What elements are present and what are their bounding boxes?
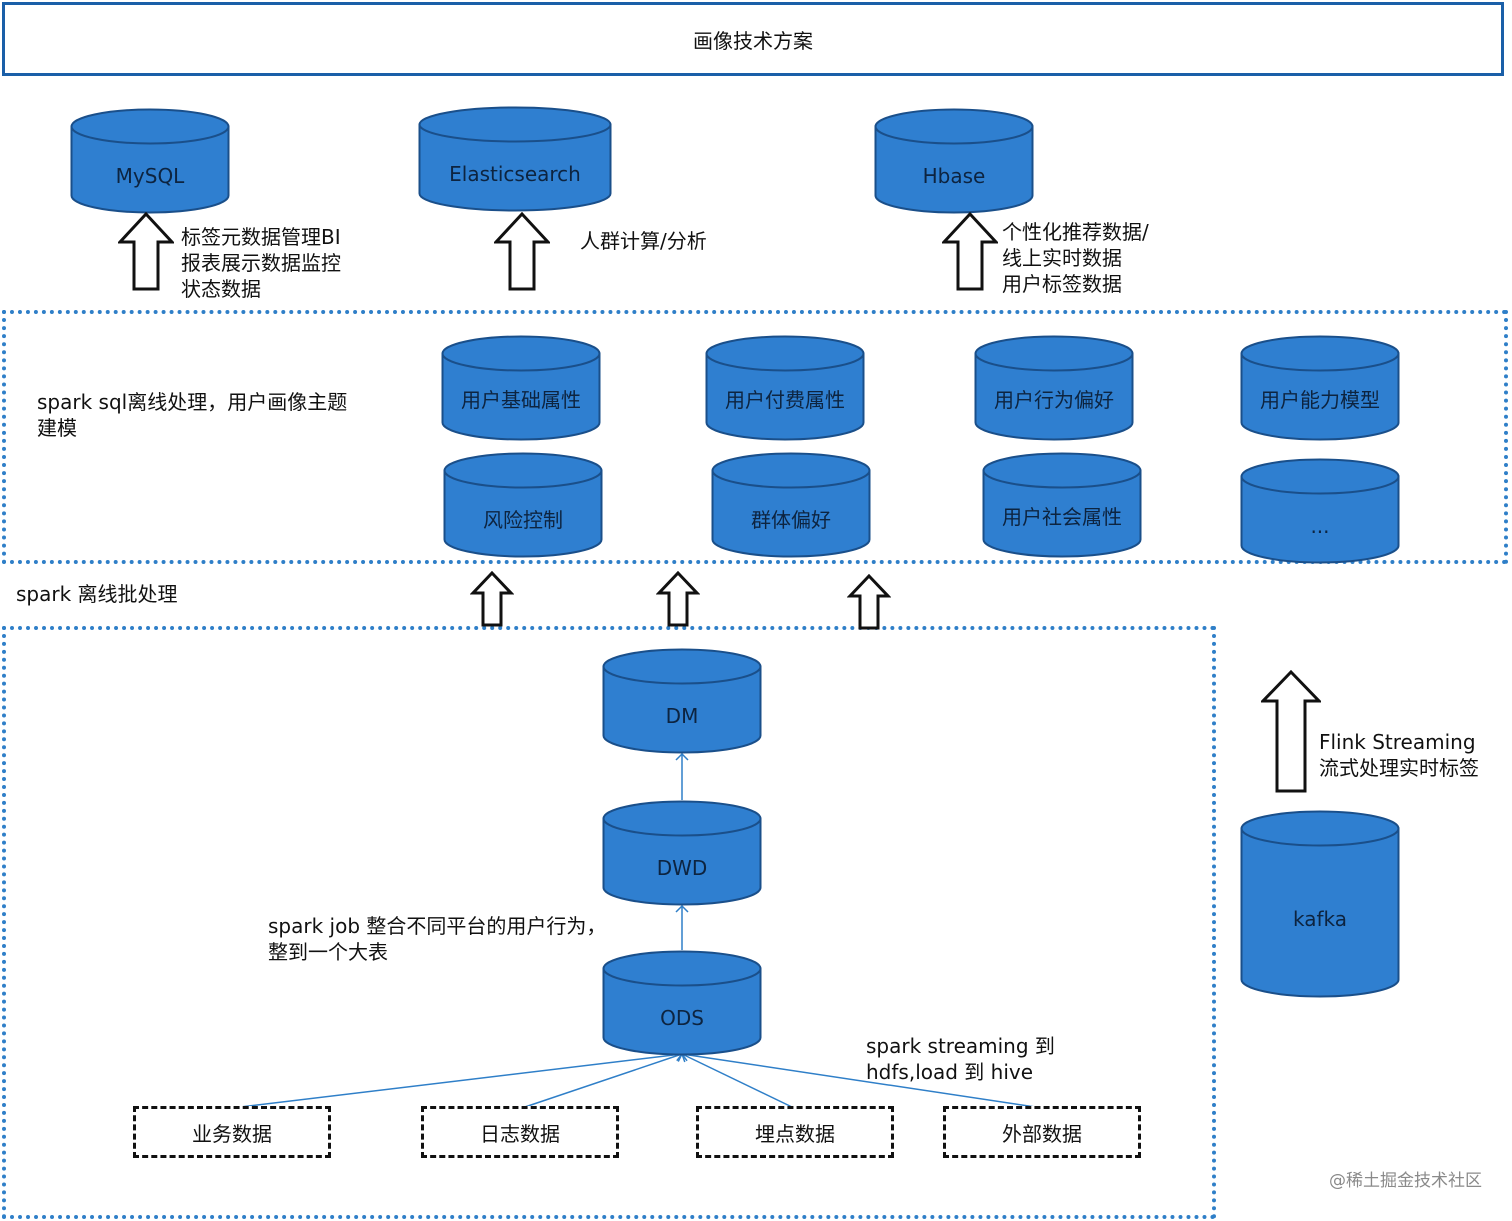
dm-cylinder: DM	[602, 648, 762, 754]
external-to-ods-line	[680, 1048, 1043, 1109]
up-arrow-hbase	[942, 212, 998, 291]
source-business: 业务数据	[133, 1106, 331, 1158]
diagram-title-text: 画像技术方案	[693, 28, 813, 53]
diagram-title: 画像技术方案	[2, 2, 1504, 76]
topic-paid-cylinder: 用户付费属性	[705, 335, 865, 441]
topic-social-cylinder: 用户社会属性	[982, 452, 1142, 558]
elasticsearch-cylinder: Elasticsearch	[418, 106, 612, 212]
spark-sql-note: spark sql离线处理，用户画像主题 建模	[37, 390, 348, 440]
ods-label: ODS	[660, 1005, 704, 1030]
mysql-cylinder: MySQL	[70, 108, 230, 214]
topic-group-cylinder: 群体偏好	[711, 452, 871, 558]
topic-more-label: ...	[1310, 513, 1330, 538]
source-tracking-label: 埋点数据	[755, 1121, 835, 1146]
small-up-arrow-3	[847, 574, 891, 630]
elasticsearch-note: 人群计算/分析	[580, 229, 707, 253]
dwd-cylinder: DWD	[602, 800, 762, 906]
topic-social-label: 用户社会属性	[1002, 504, 1122, 529]
kafka-label: kafka	[1292, 906, 1347, 931]
topic-basic-cylinder: 用户基础属性	[441, 335, 601, 441]
flink-note: Flink Streaming 流式处理实时标签	[1319, 730, 1479, 780]
log-to-ods-line	[521, 1049, 684, 1109]
topic-ability-cylinder: 用户能力模型	[1240, 335, 1400, 441]
topic-risk-label: 风险控制	[483, 507, 563, 532]
dwd-label: DWD	[656, 855, 708, 880]
topic-basic-label: 用户基础属性	[461, 387, 581, 412]
warehouse-zone	[2, 626, 1216, 1219]
ods-cylinder: ODS	[602, 950, 762, 1056]
watermark: @稀土掘金技术社区	[1329, 1171, 1482, 1191]
source-log-label: 日志数据	[480, 1121, 560, 1146]
source-business-label: 业务数据	[192, 1121, 272, 1146]
topic-group-label: 群体偏好	[751, 507, 831, 532]
source-tracking: 埋点数据	[696, 1106, 894, 1158]
hbase-cylinder: Hbase	[874, 108, 1034, 214]
spark-batch-label: spark 离线批处理	[16, 582, 178, 606]
spark-job-note: spark job 整合不同平台的用户行为， 整到一个大表	[268, 914, 607, 964]
dm-label: DM	[665, 703, 699, 728]
topic-behavior-label: 用户行为偏好	[994, 387, 1114, 412]
small-up-arrow-1	[470, 571, 514, 627]
source-external: 外部数据	[943, 1106, 1141, 1158]
up-arrow-mysql	[118, 212, 174, 291]
source-external-label: 外部数据	[1002, 1121, 1082, 1146]
hbase-label: Hbase	[922, 163, 986, 188]
topic-ability-label: 用户能力模型	[1260, 387, 1380, 412]
topic-behavior-cylinder: 用户行为偏好	[974, 335, 1134, 441]
mysql-label: MySQL	[115, 163, 185, 188]
tracking-to-ods-line	[681, 1050, 795, 1109]
business-to-ods-line	[231, 1048, 684, 1109]
hbase-note: 个性化推荐数据/ 线上实时数据 用户标签数据	[1002, 220, 1149, 296]
topic-risk-cylinder: 风险控制	[443, 452, 603, 558]
kafka-cylinder: kafka	[1240, 810, 1400, 998]
mysql-note: 标签元数据管理BI 报表展示数据监控 状态数据	[181, 225, 341, 301]
topic-more-cylinder: ...	[1240, 458, 1400, 564]
up-arrow-flink	[1261, 670, 1321, 793]
spark-streaming-note: spark streaming 到 hdfs,load 到 hive	[866, 1034, 1055, 1084]
source-log: 日志数据	[421, 1106, 619, 1158]
modeling-zone	[2, 310, 1508, 564]
topic-paid-label: 用户付费属性	[725, 387, 845, 412]
small-up-arrow-2	[656, 571, 700, 627]
up-arrow-elasticsearch	[494, 212, 550, 291]
elasticsearch-label: Elasticsearch	[449, 161, 581, 186]
